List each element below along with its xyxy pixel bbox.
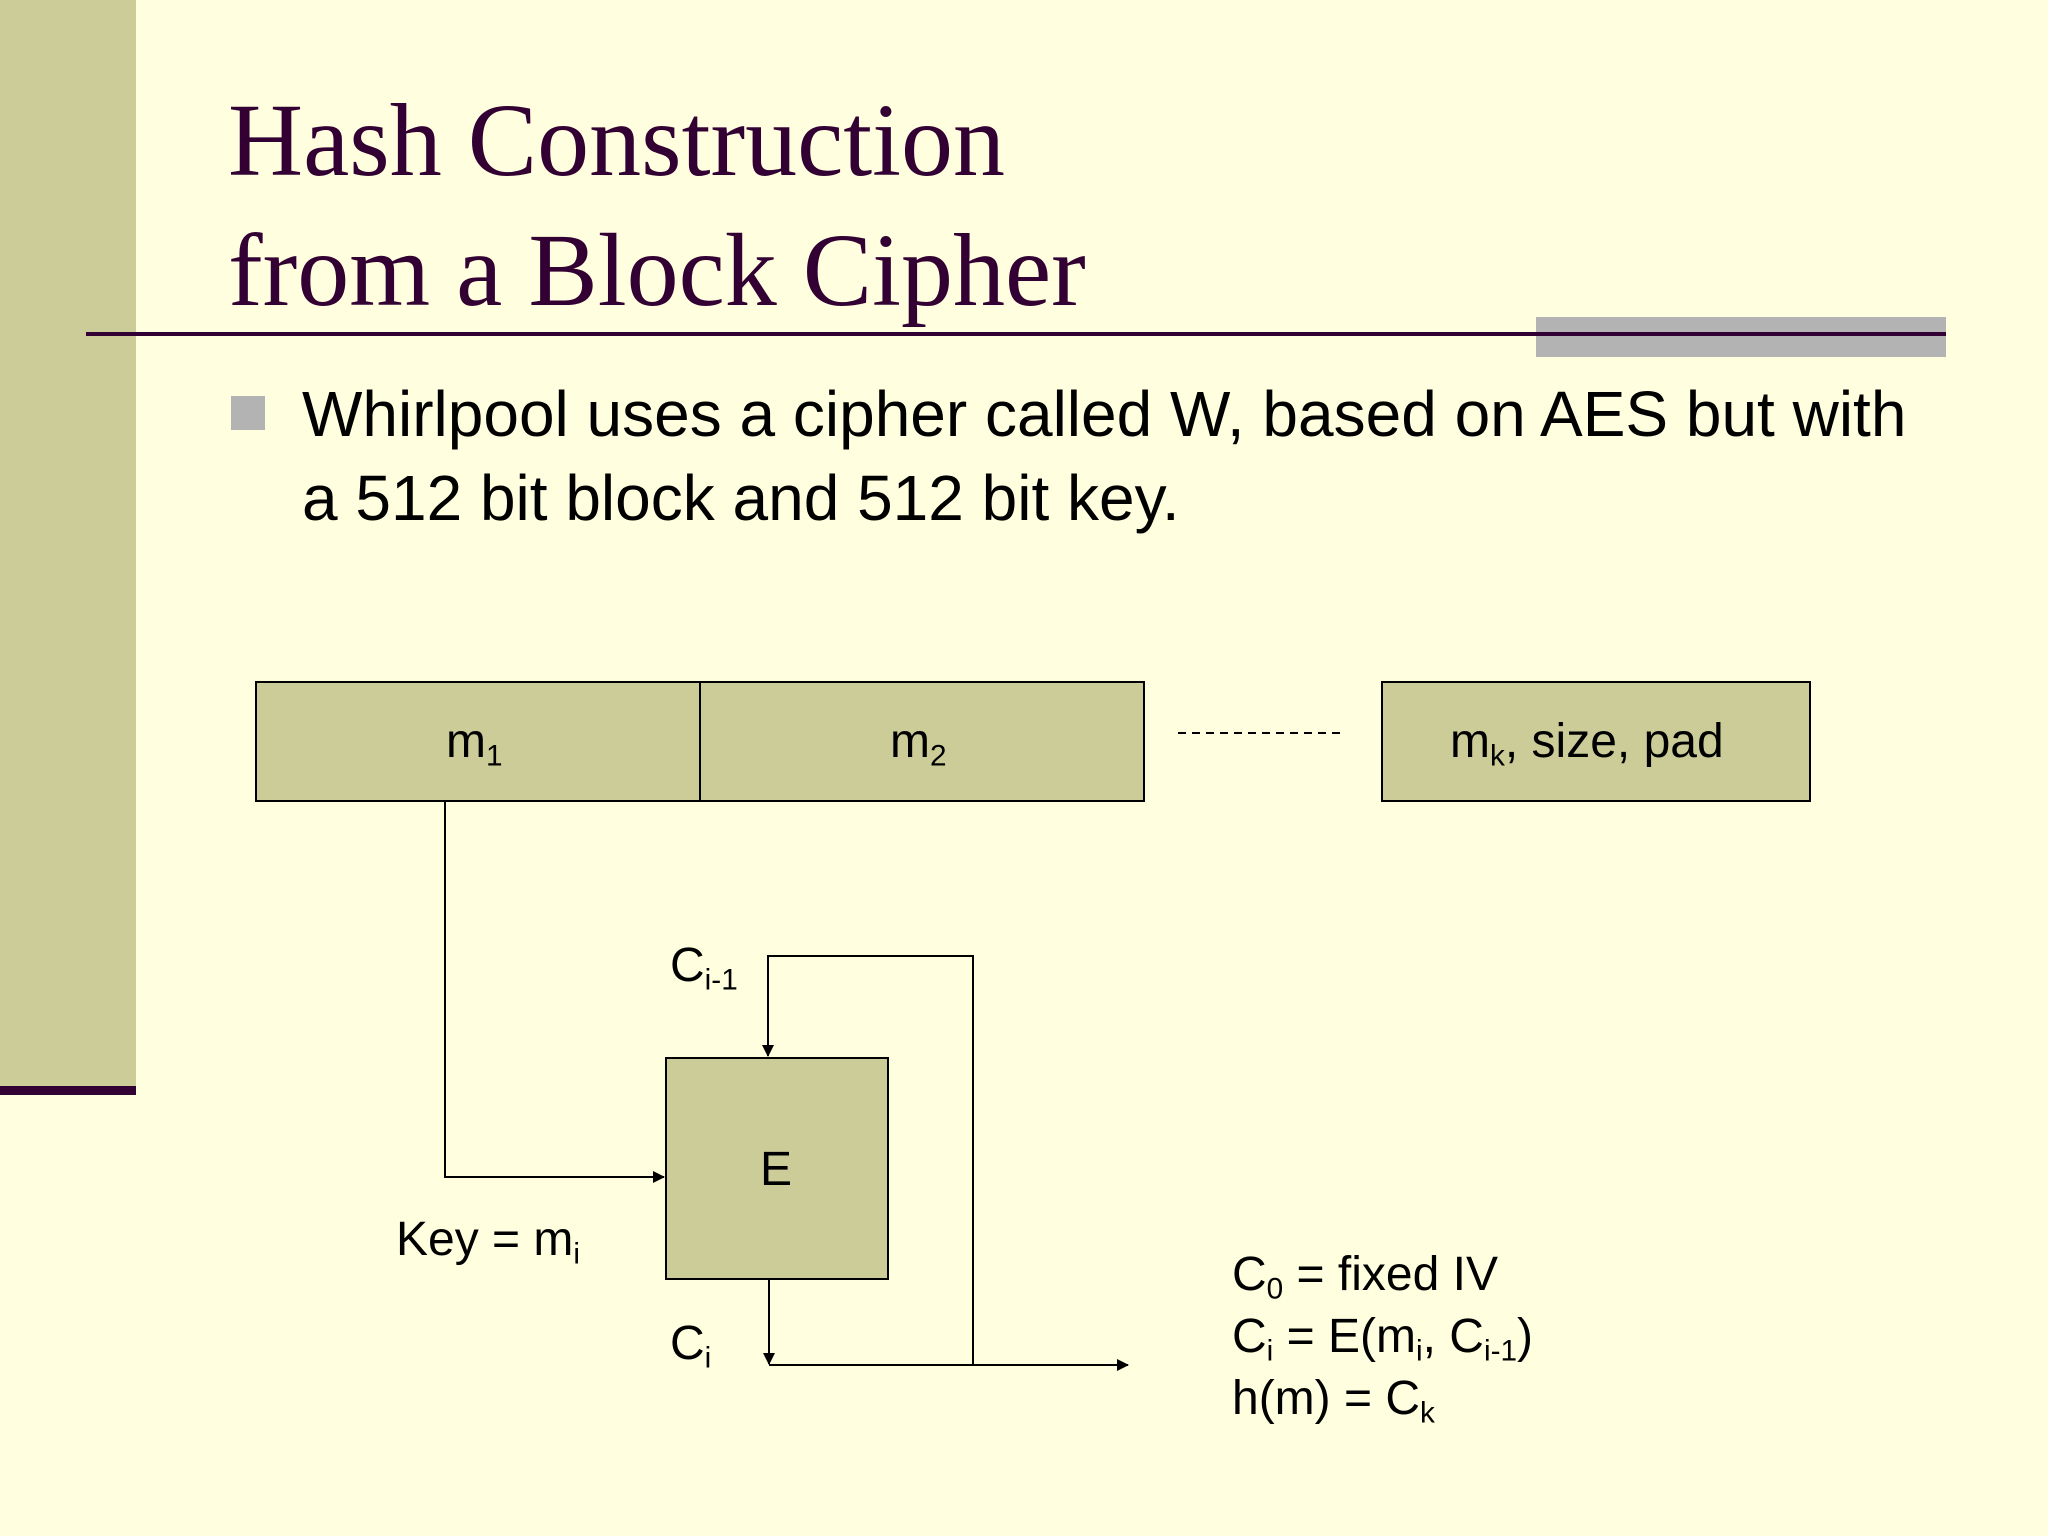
left-accent-bar-edge (0, 1086, 136, 1095)
key-arrow (444, 801, 665, 1183)
title-line-1: Hash Construction (228, 83, 1006, 198)
left-accent-bar (0, 0, 136, 1086)
output-label: Ci (670, 1317, 712, 1375)
title-rule (86, 332, 1946, 336)
feedback-line (762, 955, 974, 1364)
input-label: Ci-1 (670, 939, 738, 997)
cipher-box (665, 1057, 889, 1280)
title-line-2: from a Block Cipher (228, 213, 1086, 328)
title-rule-shadow (1536, 317, 1946, 357)
bullet-icon (231, 396, 265, 430)
block-m1 (255, 681, 701, 802)
bullet-text: Whirlpool uses a cipher called W, based … (302, 378, 1907, 534)
block-m2-label: m2 (890, 715, 947, 773)
block-mk-label: mk, size, pad (1450, 715, 1724, 773)
title-rule-accent (1536, 332, 1946, 336)
block-mk (1381, 681, 1811, 802)
equation-line: h(m) = Ck (1232, 1372, 1435, 1430)
equation-line: Ci = E(mi, Ci-1) (1232, 1310, 1533, 1368)
key-label: Key = mi (396, 1213, 581, 1271)
slide-title: Hash Construction from a Block Cipher (228, 76, 1728, 336)
cipher-label: E (760, 1143, 793, 1196)
block-m2 (699, 681, 1145, 802)
equation-line: C0 = fixed IV (1232, 1248, 1498, 1306)
block-m1-label: m1 (446, 715, 503, 773)
